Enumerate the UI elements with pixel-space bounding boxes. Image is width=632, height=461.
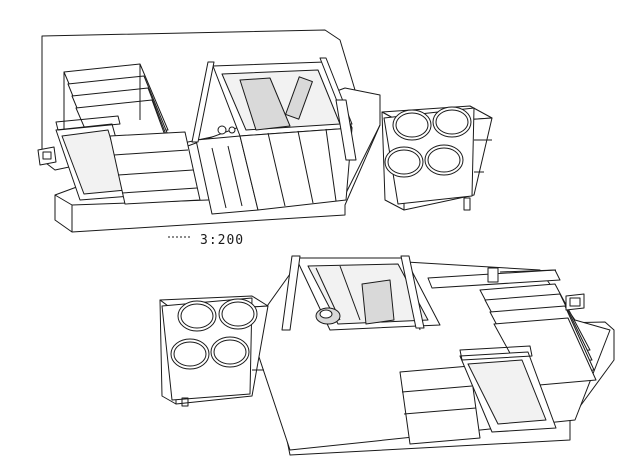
bottom-front-cabinet xyxy=(399,345,557,445)
top-wall-box xyxy=(37,146,57,166)
top-rack-cabinet xyxy=(109,131,201,205)
bottom-wall-box xyxy=(565,293,585,311)
top-left-rack xyxy=(55,63,201,205)
top-assembly xyxy=(37,29,493,233)
bottom-cooling-unit xyxy=(159,295,269,407)
top-cooling-unit xyxy=(381,105,493,211)
bottom-right-rack xyxy=(427,267,597,387)
scale-label: 3:200 xyxy=(200,233,245,248)
bottom-assembly xyxy=(159,255,615,456)
bottom-machine-cage xyxy=(281,255,441,331)
top-machine-cage xyxy=(191,57,357,215)
